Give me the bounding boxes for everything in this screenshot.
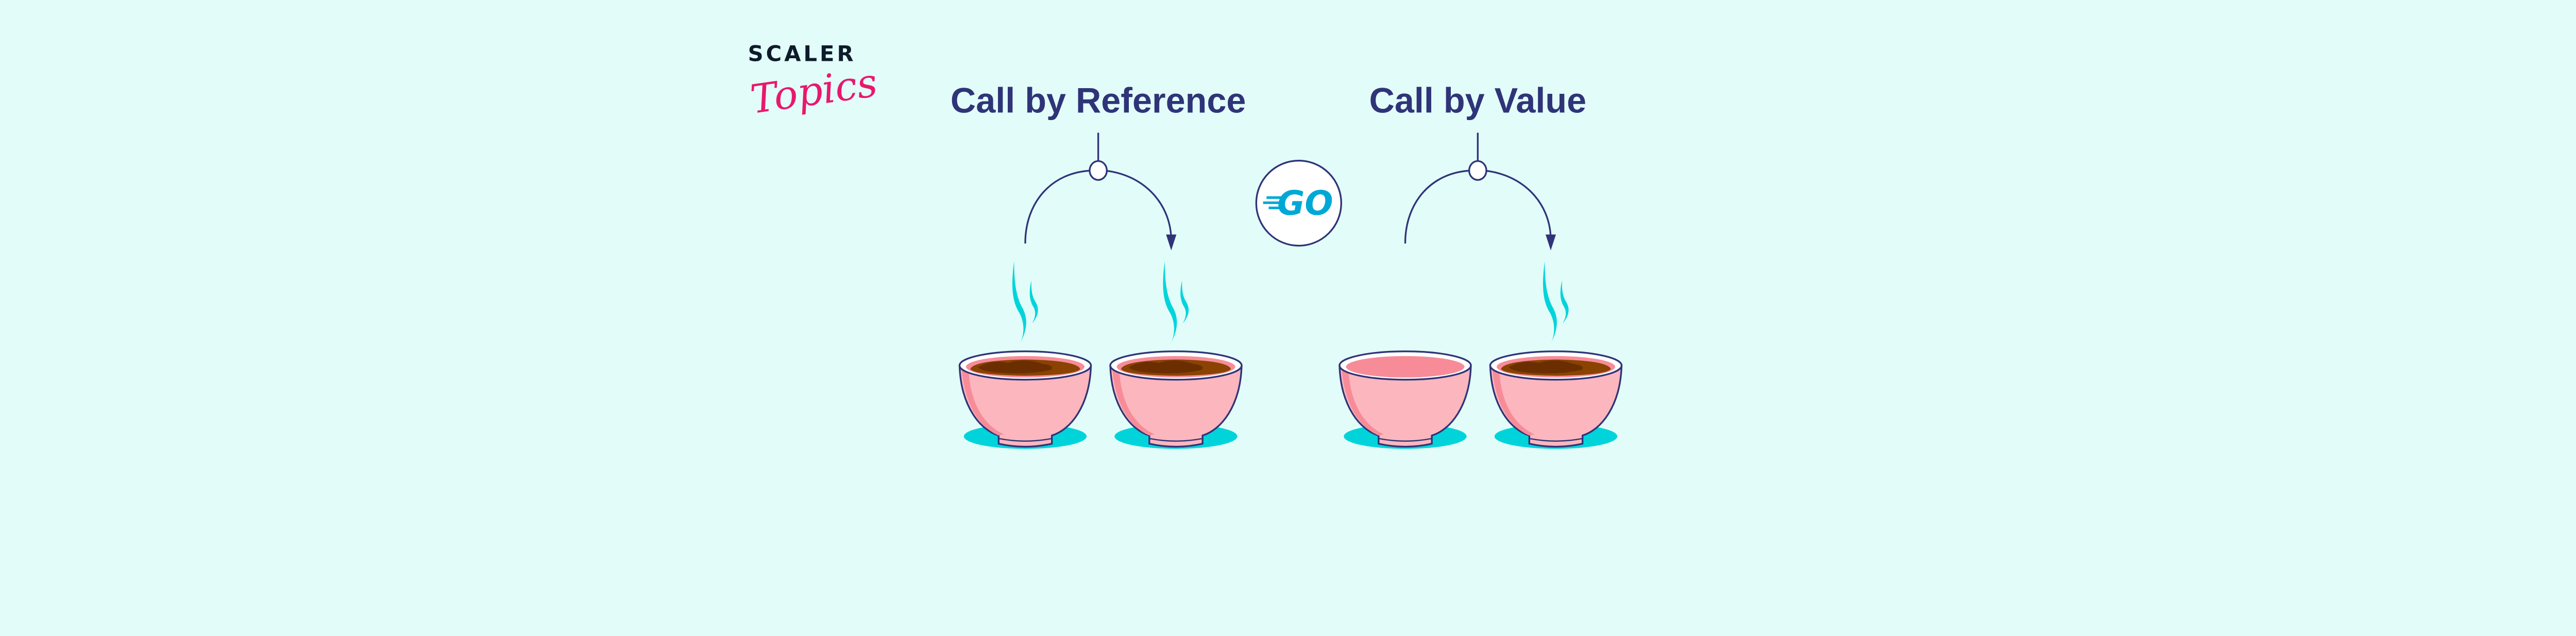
logo-scaler-text: SCALER [748,41,856,66]
steam-icon [1163,261,1189,345]
diagram-canvas: SCALER Topics Call by Reference Call by … [748,41,1623,450]
logo-topics-text: Topics [748,60,880,123]
cup-icon [1338,350,1472,450]
value-arrow [1404,132,1556,250]
full-cup-reference [1109,261,1243,450]
call-by-value-title: Call by Value [1369,81,1587,120]
steam-icon [1012,261,1038,345]
speed-lines-icon [1263,196,1282,209]
full-cup-copy [1489,261,1623,450]
empty-cup-original [1338,350,1472,450]
reference-arrow [1024,132,1177,250]
scaler-topics-logo: SCALER Topics [748,41,880,123]
go-logo-badge: GO [1255,159,1342,247]
go-logo-text: GO [1277,185,1333,223]
arrow-head-icon [1166,234,1177,250]
call-by-reference-title: Call by Reference [951,81,1246,120]
steam-icon [1543,261,1569,345]
full-cup-original [958,261,1092,450]
arrow-head-icon [1545,234,1556,250]
